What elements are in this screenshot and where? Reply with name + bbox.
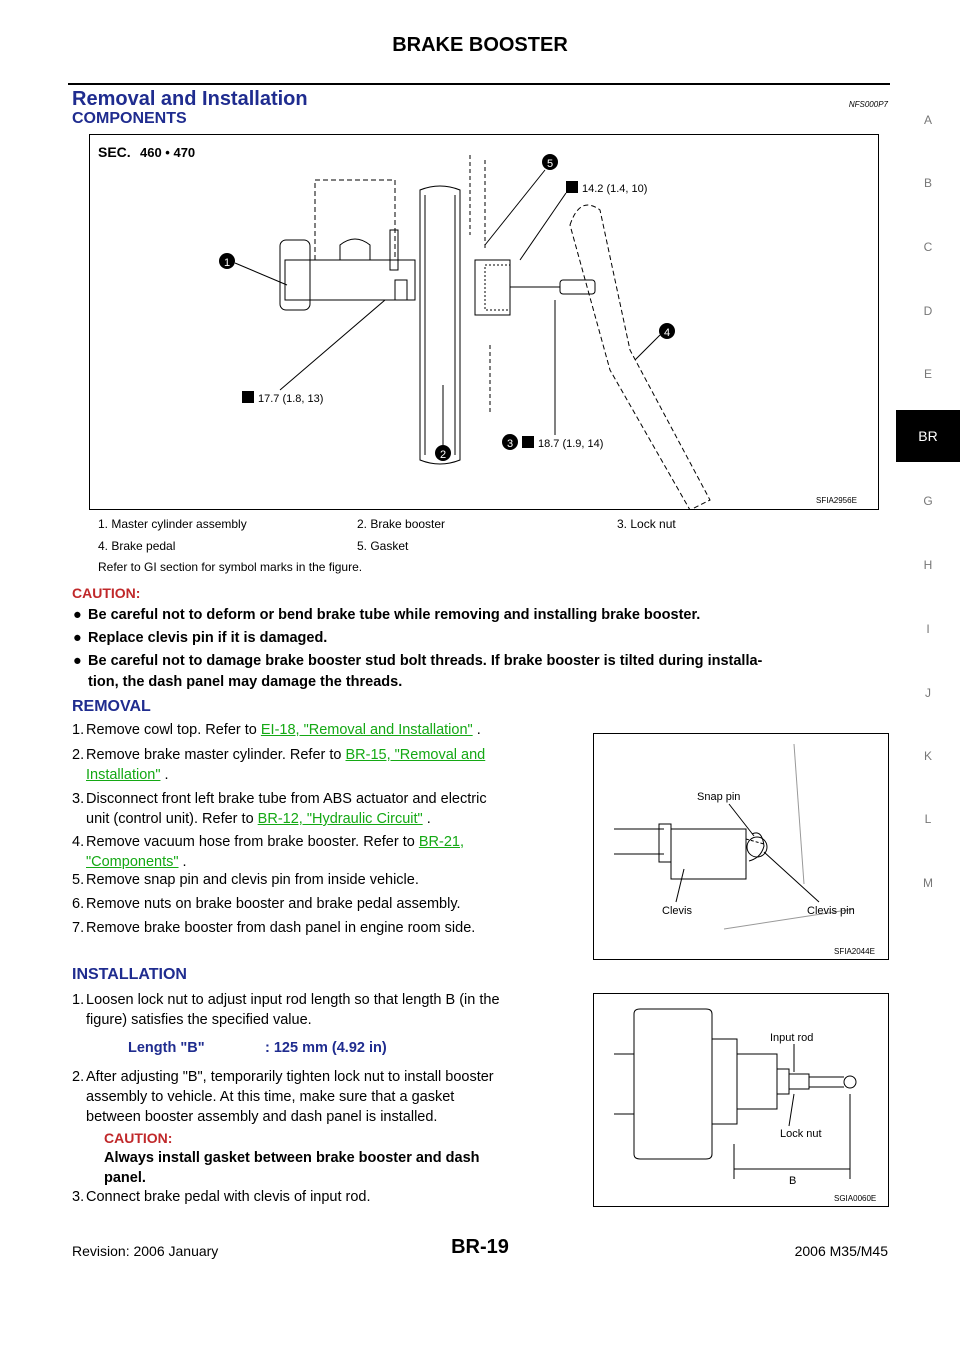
- svg-text:5: 5: [547, 158, 553, 170]
- input-rod-figure: Input rod Lock nut B SGIA0060E: [593, 993, 889, 1207]
- sec-label: SEC.: [98, 144, 131, 160]
- input-rod-illustration: Input rod Lock nut B SGIA0060E: [614, 1008, 876, 1203]
- booster-drawing: [419, 155, 596, 465]
- legend-item-4: 4. Brake pedal: [98, 539, 176, 553]
- snap-pin-label: Snap pin: [697, 791, 740, 803]
- spec-length-b-label: Length "B": [128, 1040, 205, 1056]
- figure2-code: SFIA2044E: [834, 947, 875, 956]
- svg-text:2: 2: [440, 449, 446, 461]
- dimension-b-label: B: [789, 1175, 796, 1187]
- figure3-code: SGIA0060E: [834, 1194, 876, 1203]
- brake-pedal-drawing: [569, 204, 711, 511]
- callout-5: 5: [484, 154, 558, 246]
- clevis-label: Clevis: [662, 905, 692, 917]
- clevis-pin-label: Clevis pin: [807, 905, 855, 917]
- tab-e[interactable]: E: [923, 367, 932, 381]
- callout-2: 2: [435, 385, 451, 461]
- master-cylinder-drawing: [279, 179, 416, 311]
- tab-c[interactable]: C: [923, 240, 933, 254]
- footer-revision: Revision: 2006 January: [72, 1243, 219, 1259]
- legend-item-5: 5. Gasket: [357, 539, 409, 553]
- installation-step-2: 2.After adjusting "B", temporarily tight…: [72, 1069, 494, 1125]
- svg-text:18.7 (1.9, 14): 18.7 (1.9, 14): [538, 438, 603, 450]
- installation-step-3: 3.Connect brake pedal with clevis of inp…: [72, 1189, 371, 1205]
- link-br-21-cont[interactable]: "Components": [86, 854, 179, 870]
- section-code: NFS000P7: [848, 100, 888, 109]
- tab-k[interactable]: K: [923, 749, 932, 763]
- caution-bullet-3: ●Be careful not to damage brake booster …: [73, 653, 763, 690]
- components-illustration: SEC. 460 • 470 1: [98, 144, 857, 511]
- tab-g[interactable]: G: [923, 494, 933, 508]
- torque-label-1: 14.2 (1.4, 10): [519, 181, 647, 261]
- snap-pin-figure: Snap pin Clevis Clevis pin SFIA2044E: [593, 733, 889, 960]
- callout-4: 4: [634, 323, 675, 361]
- caution-bullet-2: ●Replace clevis pin if it is damaged.: [73, 630, 328, 646]
- tab-h[interactable]: H: [923, 558, 933, 572]
- link-br-21[interactable]: BR-21,: [418, 834, 464, 850]
- header-rule: [68, 83, 890, 85]
- removal-step-4: 4.Remove vacuum hose from brake booster.…: [72, 834, 464, 870]
- removal-step-1: 1.Remove cowl top. Refer to EI-18, "Remo…: [72, 722, 481, 738]
- input-rod-label: Input rod: [770, 1032, 813, 1044]
- tab-br[interactable]: BR: [896, 410, 960, 462]
- tab-b[interactable]: B: [923, 176, 932, 190]
- legend-note: Refer to GI section for symbol marks in …: [98, 560, 363, 574]
- callout-3: 3: [502, 434, 518, 450]
- link-br-15-cont[interactable]: Installation": [86, 767, 161, 783]
- tab-j[interactable]: J: [925, 686, 931, 700]
- tab-d[interactable]: D: [923, 304, 933, 318]
- svg-text:4: 4: [664, 327, 670, 339]
- figure1-code: SFIA2956E: [816, 496, 857, 505]
- torque-label-2: 17.7 (1.8, 13): [242, 299, 386, 405]
- installation-step-1: 1.Loosen lock nut to adjust input rod le…: [72, 992, 500, 1028]
- link-br-12[interactable]: BR-12, "Hydraulic Circuit": [257, 811, 423, 827]
- callout-1: 1: [219, 253, 288, 286]
- page-number: BR-19: [451, 1236, 509, 1258]
- removal-step-7: 7.Remove brake booster from dash panel i…: [72, 920, 476, 936]
- installation-heading: INSTALLATION: [72, 966, 187, 983]
- tab-m[interactable]: M: [923, 876, 933, 890]
- footer-model: 2006 M35/M45: [794, 1243, 888, 1259]
- link-br-15[interactable]: BR-15, "Removal and: [345, 747, 486, 763]
- tab-i[interactable]: I: [926, 622, 930, 636]
- tab-l[interactable]: L: [924, 812, 932, 826]
- svg-text:1: 1: [224, 257, 230, 269]
- installation-caution-label: CAUTION:: [104, 1130, 173, 1146]
- section-subtitle: COMPONENTS: [72, 110, 187, 127]
- legend-item-3: 3. Lock nut: [617, 517, 676, 531]
- lock-nut-label: Lock nut: [780, 1128, 822, 1140]
- torque-label-3: 18.7 (1.9, 14): [522, 300, 603, 450]
- caution-label: CAUTION:: [72, 585, 141, 601]
- sec-number: 460 • 470: [140, 145, 195, 160]
- page-header-title: BRAKE BOOSTER: [392, 34, 568, 56]
- components-figure: SEC. 460 • 470 1: [89, 134, 879, 511]
- legend-item-1: 1. Master cylinder assembly: [98, 517, 247, 531]
- tab-a[interactable]: A: [923, 113, 932, 127]
- removal-step-5: 5.Remove snap pin and clevis pin from in…: [72, 872, 419, 888]
- section-title: Removal and Installation: [72, 88, 308, 110]
- snap-pin-illustration: Snap pin Clevis Clevis pin SFIA2044E: [614, 743, 875, 956]
- removal-step-6: 6.Remove nuts on brake booster and brake…: [72, 896, 461, 912]
- link-ei-18[interactable]: EI-18, "Removal and Installation": [260, 722, 473, 738]
- installation-caution-text: Always install gasket between brake boos…: [104, 1150, 480, 1186]
- legend-item-2: 2. Brake booster: [357, 517, 446, 531]
- removal-step-3: 3.Disconnect front left brake tube from …: [72, 791, 487, 827]
- svg-text:3: 3: [507, 438, 513, 450]
- svg-text:14.2 (1.4, 10): 14.2 (1.4, 10): [582, 183, 647, 195]
- svg-text:17.7 (1.8, 13): 17.7 (1.8, 13): [258, 393, 323, 405]
- spec-length-b-value: : 125 mm (4.92 in): [265, 1040, 387, 1056]
- removal-step-2: 2.Remove brake master cylinder. Refer to…: [72, 747, 486, 783]
- removal-heading: REMOVAL: [72, 698, 151, 715]
- caution-bullet-1: ●Be careful not to deform or bend brake …: [73, 607, 701, 623]
